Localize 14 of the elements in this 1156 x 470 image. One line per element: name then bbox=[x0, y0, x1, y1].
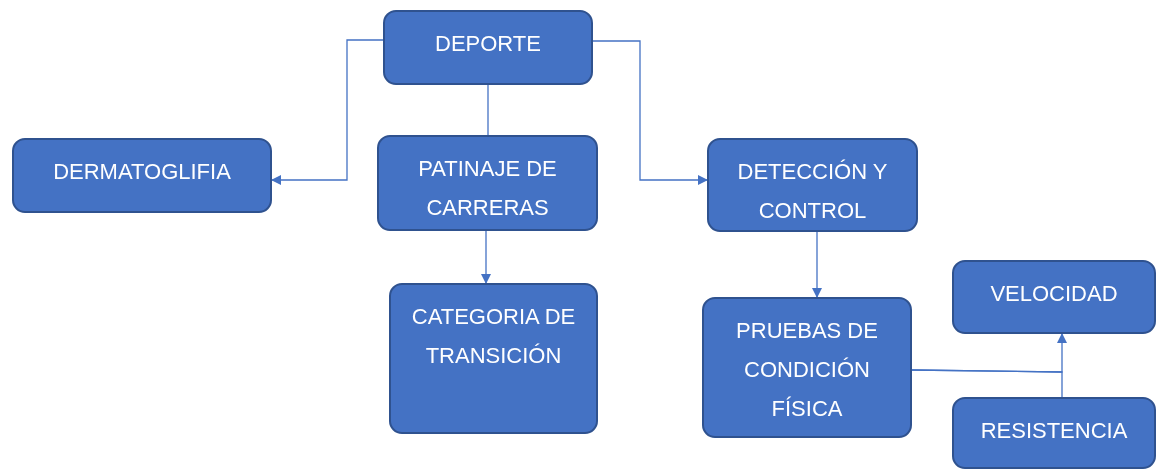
process-box: DEPORTE bbox=[383, 10, 593, 85]
arrow bbox=[481, 230, 491, 284]
process-box: DERMATOGLIFIA bbox=[12, 138, 272, 213]
arrow bbox=[812, 231, 822, 298]
connector-line bbox=[487, 84, 489, 136]
connector-line bbox=[911, 369, 1063, 398]
process-box: CATEGORIA DE TRANSICIÓN bbox=[389, 283, 598, 434]
process-box: PATINAJE DE CARRERAS bbox=[377, 135, 598, 231]
process-box: RESISTENCIA bbox=[952, 397, 1156, 469]
arrow bbox=[271, 39, 384, 185]
arrow bbox=[592, 40, 708, 185]
process-box: PRUEBAS DE CONDICIÓN FÍSICA bbox=[702, 297, 912, 438]
process-box: DETECCIÓN Y CONTROL bbox=[707, 138, 918, 232]
process-box: VELOCIDAD bbox=[952, 260, 1156, 334]
